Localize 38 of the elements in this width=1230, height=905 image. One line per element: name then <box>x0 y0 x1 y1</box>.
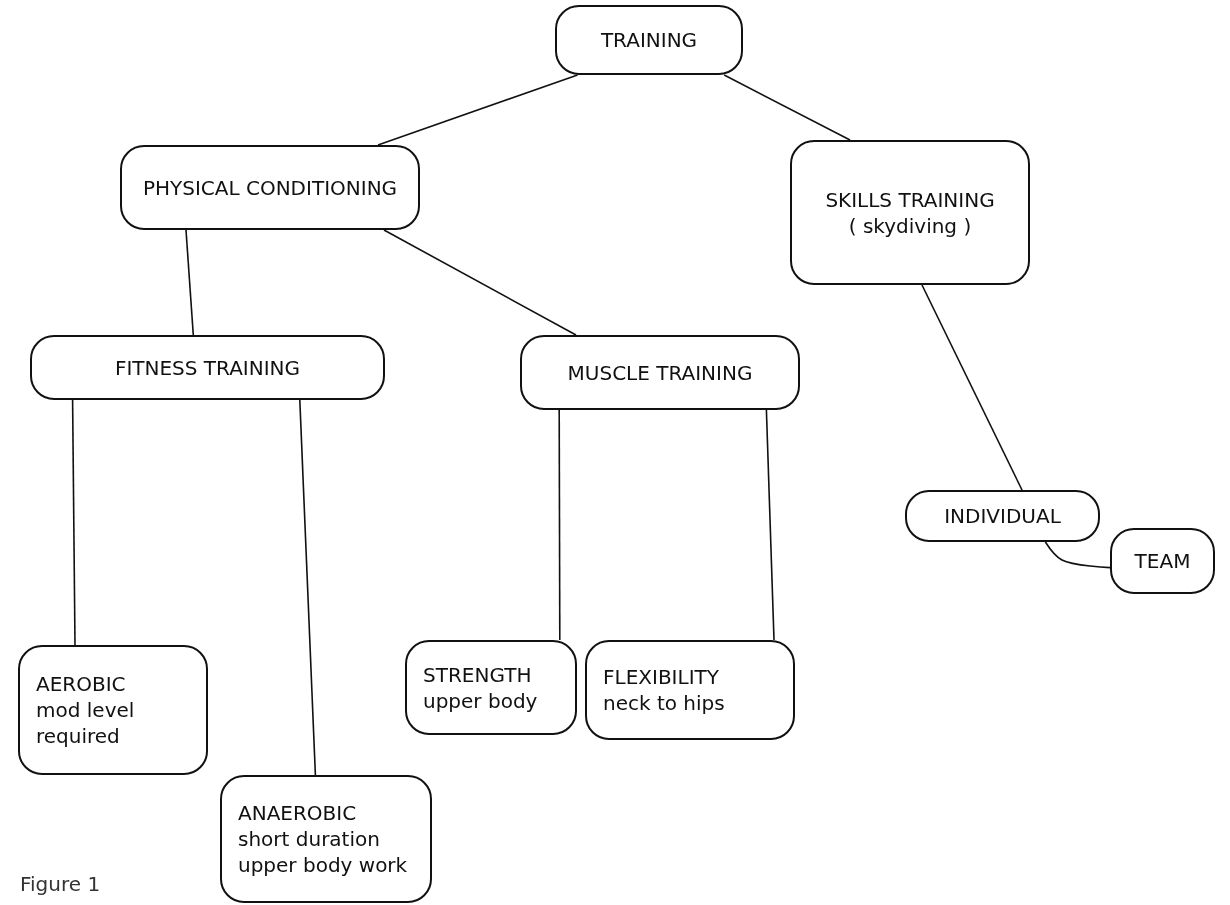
node-note: mod level required <box>36 697 136 749</box>
rounded-box <box>555 5 743 75</box>
rounded-box <box>585 640 795 740</box>
node-title: AEROBIC <box>36 671 126 697</box>
node-note: upper body <box>423 687 538 714</box>
rounded-box <box>405 640 577 735</box>
node-note: neck to hips <box>603 690 725 716</box>
connector-line <box>383 229 577 336</box>
node-title: MUSCLE TRAINING <box>567 359 753 386</box>
connector-line <box>765 409 775 641</box>
node-title: FLEXIBILITY <box>603 664 719 690</box>
connector-line <box>71 399 76 646</box>
node-note: ( skydiving ) <box>848 212 972 239</box>
node-title: INDIVIDUAL <box>944 503 1061 529</box>
rounded-box <box>520 335 800 410</box>
rounded-box <box>18 645 208 775</box>
connector-line <box>723 74 851 141</box>
rounded-box <box>1110 528 1215 594</box>
connector-line <box>558 409 561 641</box>
rounded-box <box>30 335 385 400</box>
node-note: short duration upper body work <box>238 826 409 878</box>
node-title: TEAM <box>1134 548 1191 574</box>
rounded-box <box>790 140 1030 285</box>
connector-line <box>299 399 317 776</box>
rounded-box <box>120 145 420 230</box>
caption: Figure 1 <box>20 872 101 896</box>
node-title: TRAINING <box>600 27 698 53</box>
node-title: SKILLS TRAINING <box>825 186 995 213</box>
rounded-box <box>220 775 432 903</box>
node-title: FITNESS TRAINING <box>114 354 301 381</box>
rounded-box <box>905 490 1100 542</box>
connector-line <box>185 229 195 336</box>
node-title: PHYSICAL CONDITIONING <box>142 174 398 201</box>
connector-line <box>1044 541 1111 569</box>
node-title: STRENGTH <box>423 661 532 688</box>
connector-line <box>377 74 579 146</box>
connector-line <box>921 284 1023 491</box>
node-title: ANAEROBIC <box>238 800 357 826</box>
